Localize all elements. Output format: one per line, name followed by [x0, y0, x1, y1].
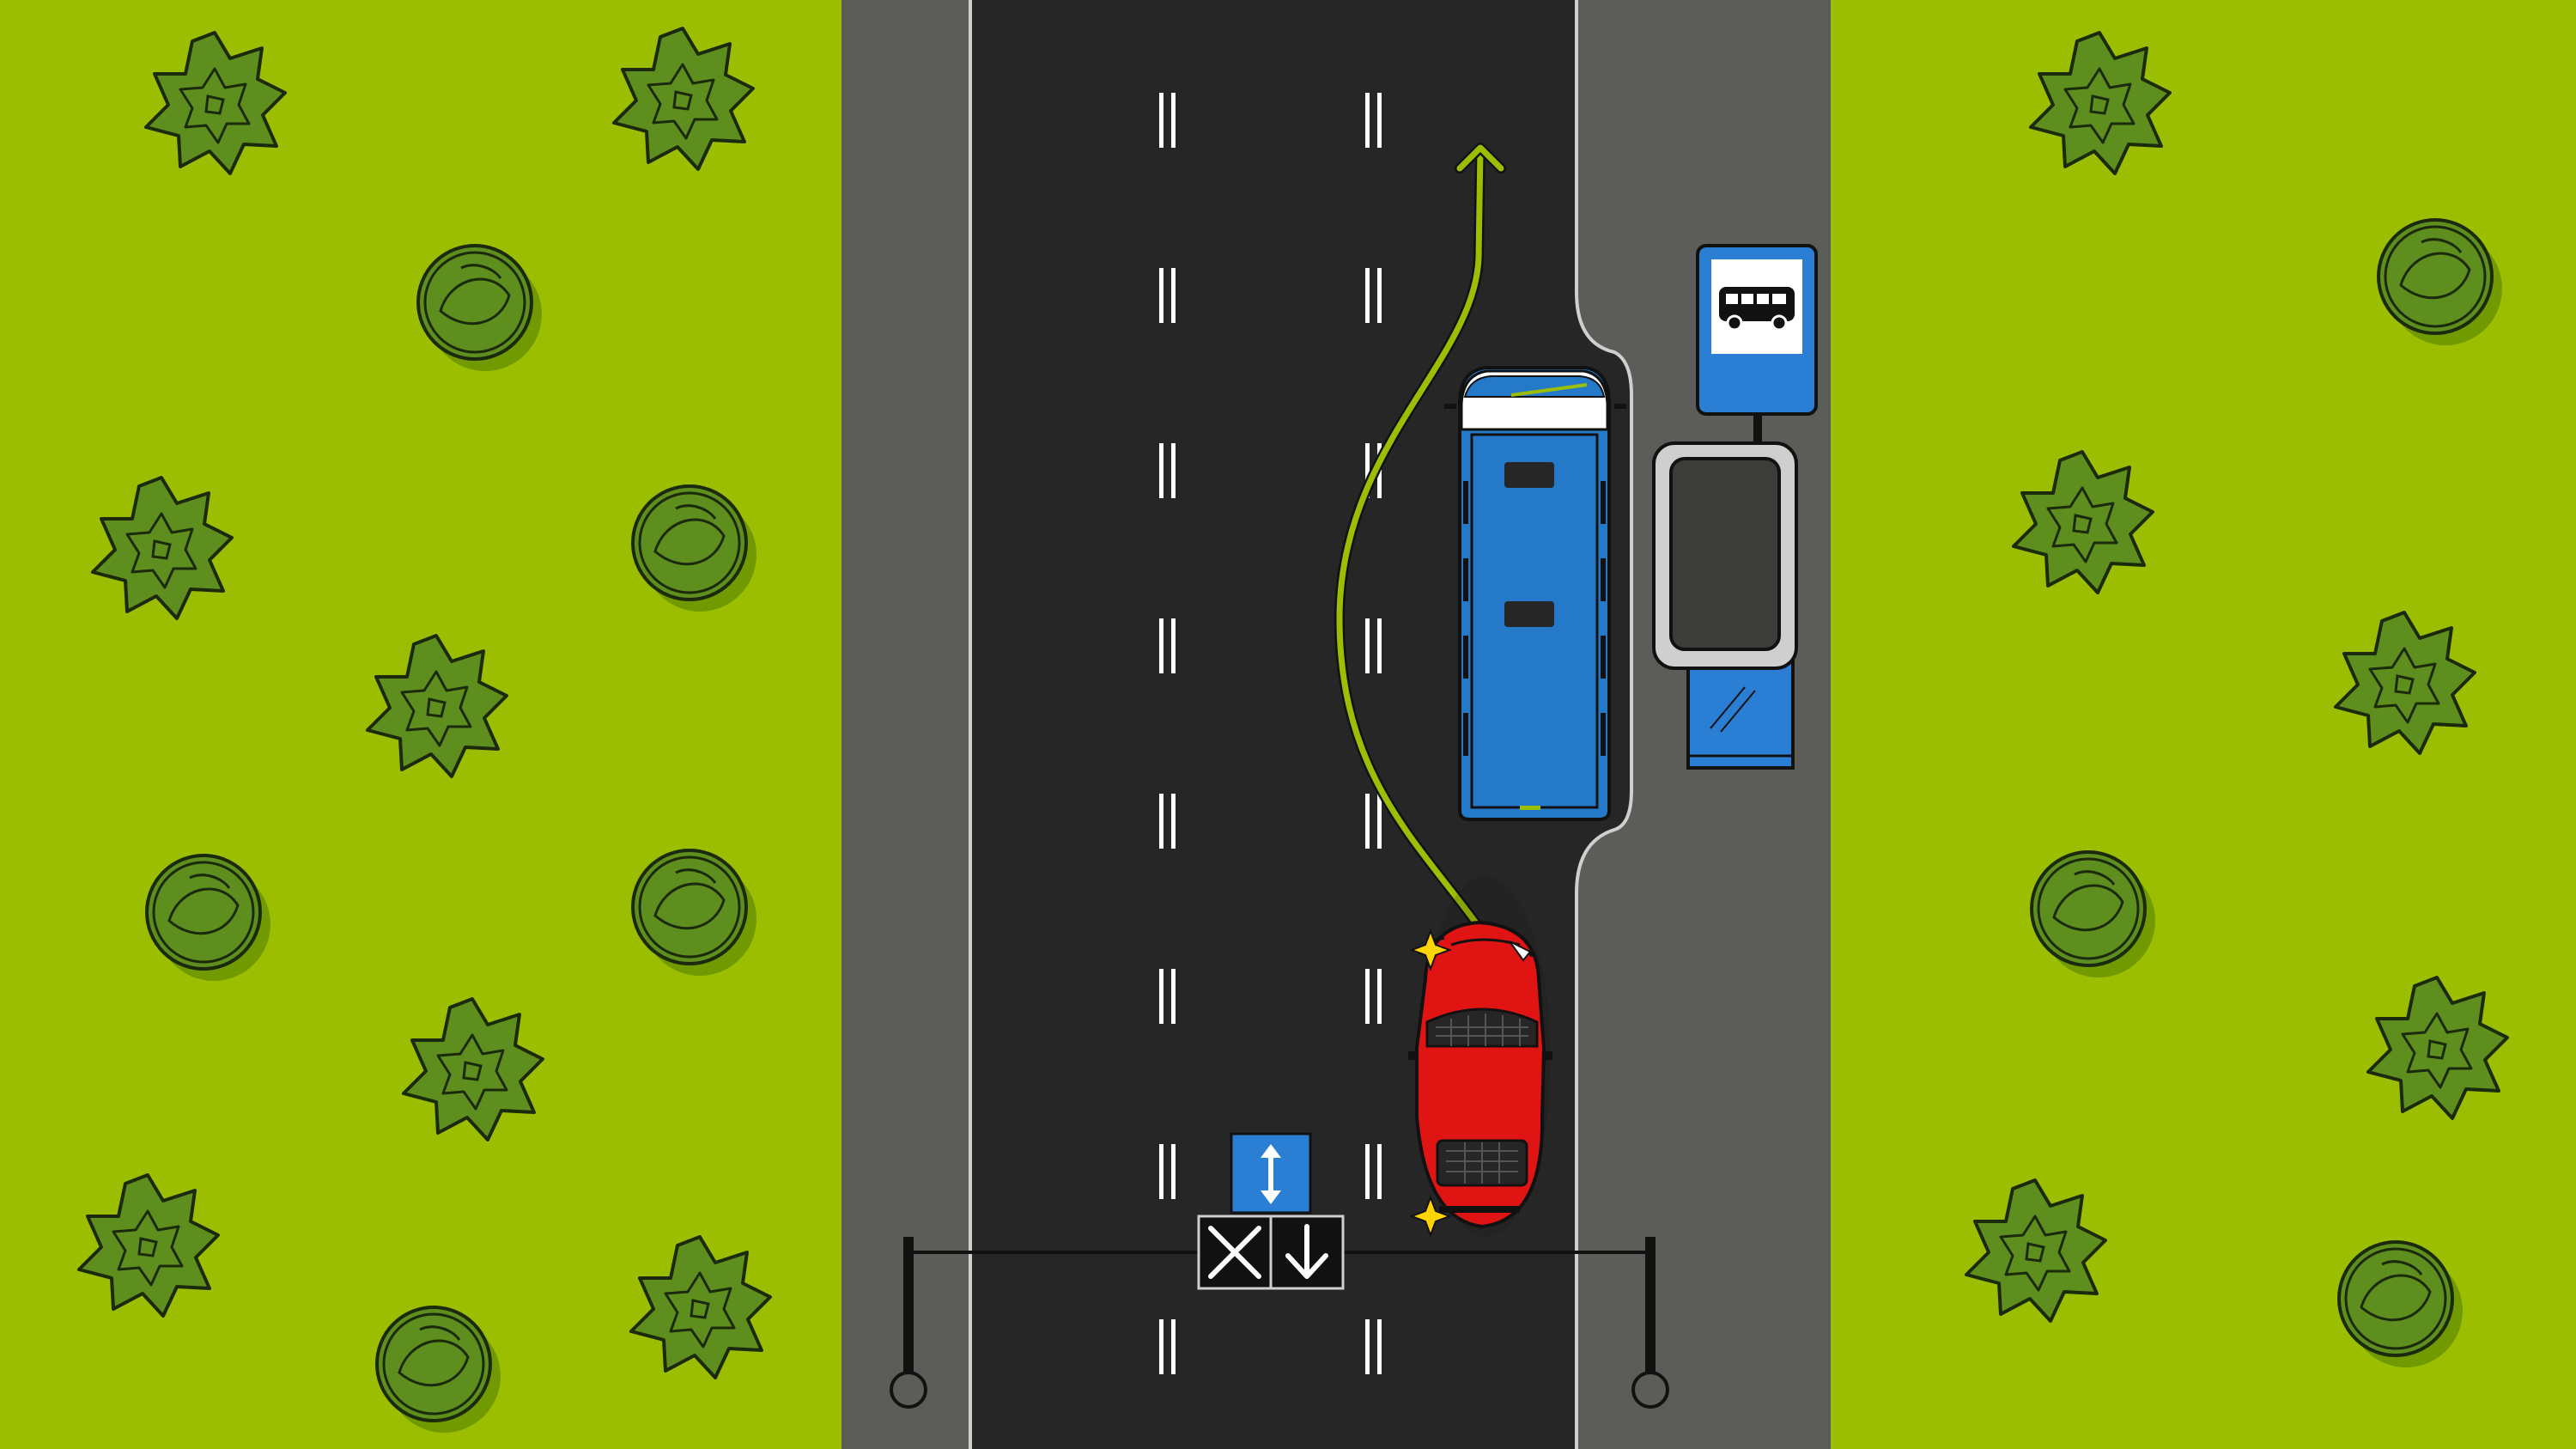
- down-arrow-icon: [1285, 1224, 1328, 1279]
- red-car: [1408, 876, 1552, 1238]
- lane-divider-left: [1159, 93, 1176, 1374]
- bus-stop-sign: [1696, 244, 1818, 447]
- lane-signal-closed: [1197, 1215, 1273, 1290]
- bus-shelter: [1652, 441, 1798, 770]
- x-cross-icon: [1208, 1226, 1261, 1279]
- route-arrow: [1334, 143, 1506, 929]
- two-way-traffic-sign: [1230, 1132, 1312, 1215]
- sidewalk-left: [841, 0, 970, 1449]
- hazard-light-icon: [1409, 928, 1452, 1238]
- curb-line-right: [1575, 0, 1633, 1449]
- lane-signal-open: [1269, 1215, 1345, 1290]
- bus-icon: [1719, 287, 1795, 332]
- up-down-arrow-icon: [1261, 1144, 1281, 1204]
- bus: [1444, 366, 1626, 821]
- lane-divider-right: [1365, 93, 1382, 1374]
